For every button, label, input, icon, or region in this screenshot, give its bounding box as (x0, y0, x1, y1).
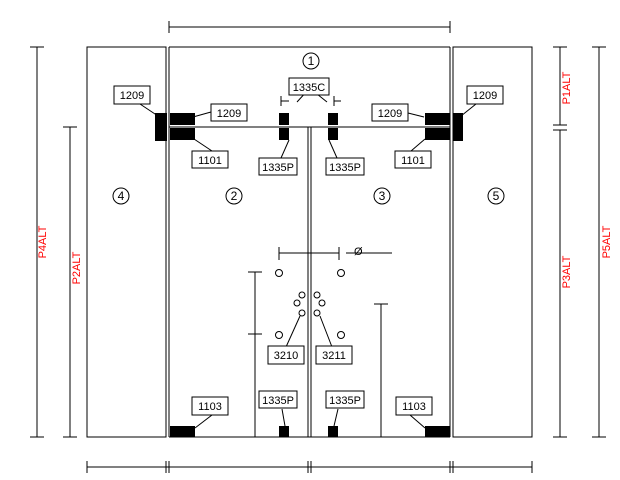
frame-outline (86, 46, 533, 438)
label-1209-outer-left: 1209 (120, 90, 144, 102)
top-patch-left-upper (170, 113, 195, 125)
hardware-blocks (155, 113, 463, 437)
floor-patch-right (425, 426, 450, 437)
label-1103-right: 1103 (402, 401, 426, 413)
strike-block-right-upper (328, 128, 338, 140)
strike-block-left-upper (279, 128, 289, 140)
hole-left-small-2 (293, 299, 301, 307)
right-side-panel (452, 46, 533, 438)
label-1101-right: 1101 (401, 155, 425, 167)
label-3210: 3210 (274, 350, 298, 362)
hole-right-small-3 (313, 309, 321, 317)
label-1335p-upper-left: 1335P (262, 162, 294, 174)
label-1103-left: 1103 (198, 401, 222, 413)
hole-right-bottom (337, 331, 345, 339)
floor-strike-left (279, 426, 289, 437)
floor-patch-left (170, 426, 195, 437)
panel-2-marker (225, 187, 243, 205)
label-3211: 3211 (322, 350, 346, 362)
panel-1-number: 1 (308, 54, 315, 68)
hinge-block-outer-left (155, 113, 167, 141)
hole-right-top (337, 269, 345, 277)
panel-1-marker (302, 52, 320, 70)
dimension-lines (30, 21, 606, 473)
leader-lines (139, 89, 477, 429)
hole-left-small-3 (298, 309, 306, 317)
top-patch-left-lower (170, 128, 195, 140)
panel-3-number: 3 (379, 189, 386, 203)
label-1101-left: 1101 (198, 155, 222, 167)
dimension-texts: P4ALT P2ALT P1ALT P3ALT P5ALT (37, 71, 613, 288)
panel-3-marker (373, 187, 391, 205)
left-side-panel (86, 46, 167, 438)
panel-5-marker (487, 187, 505, 205)
panel-4-marker (112, 187, 130, 205)
dim-text-p4: P4ALT (37, 225, 49, 258)
label-1209-inner-left: 1209 (217, 108, 241, 120)
hole-left-small-1 (298, 291, 306, 299)
panel-5-number: 5 (493, 189, 500, 203)
panel-4-number: 4 (118, 189, 125, 203)
label-1335c: 1335C (293, 82, 325, 94)
dim-text-p5: P5ALT (601, 225, 613, 258)
dim-text-p3: P3ALT (561, 255, 573, 288)
label-1209-inner-right: 1209 (378, 108, 402, 120)
floor-strike-right (328, 426, 338, 437)
handle-detail: Ø (248, 246, 392, 437)
center-clamp-right-upper (328, 113, 338, 125)
top-patch-right-upper (425, 113, 450, 125)
dim-text-p1: P1ALT (561, 71, 573, 104)
label-1335p-lower-right: 1335P (329, 395, 361, 407)
panel-2-number: 2 (231, 189, 238, 203)
hole-left-top (275, 269, 283, 277)
hinge-block-outer-right (453, 113, 463, 141)
center-clamp-left-upper (279, 113, 289, 125)
diameter-symbol: Ø (354, 246, 363, 258)
hole-left-bottom (275, 331, 283, 339)
hole-right-small-1 (313, 291, 321, 299)
top-patch-right-lower (425, 128, 450, 140)
label-1335p-upper-right: 1335P (329, 162, 361, 174)
hole-right-small-2 (318, 299, 326, 307)
panel-numbers: 1 2 3 4 5 (112, 52, 505, 205)
part-labels: 1209 1209 1335C 1209 1209 1101 1335P 133… (113, 77, 504, 416)
label-1335p-lower-left: 1335P (262, 395, 294, 407)
label-1209-outer-right: 1209 (473, 90, 497, 102)
dim-text-p2: P2ALT (71, 251, 83, 284)
